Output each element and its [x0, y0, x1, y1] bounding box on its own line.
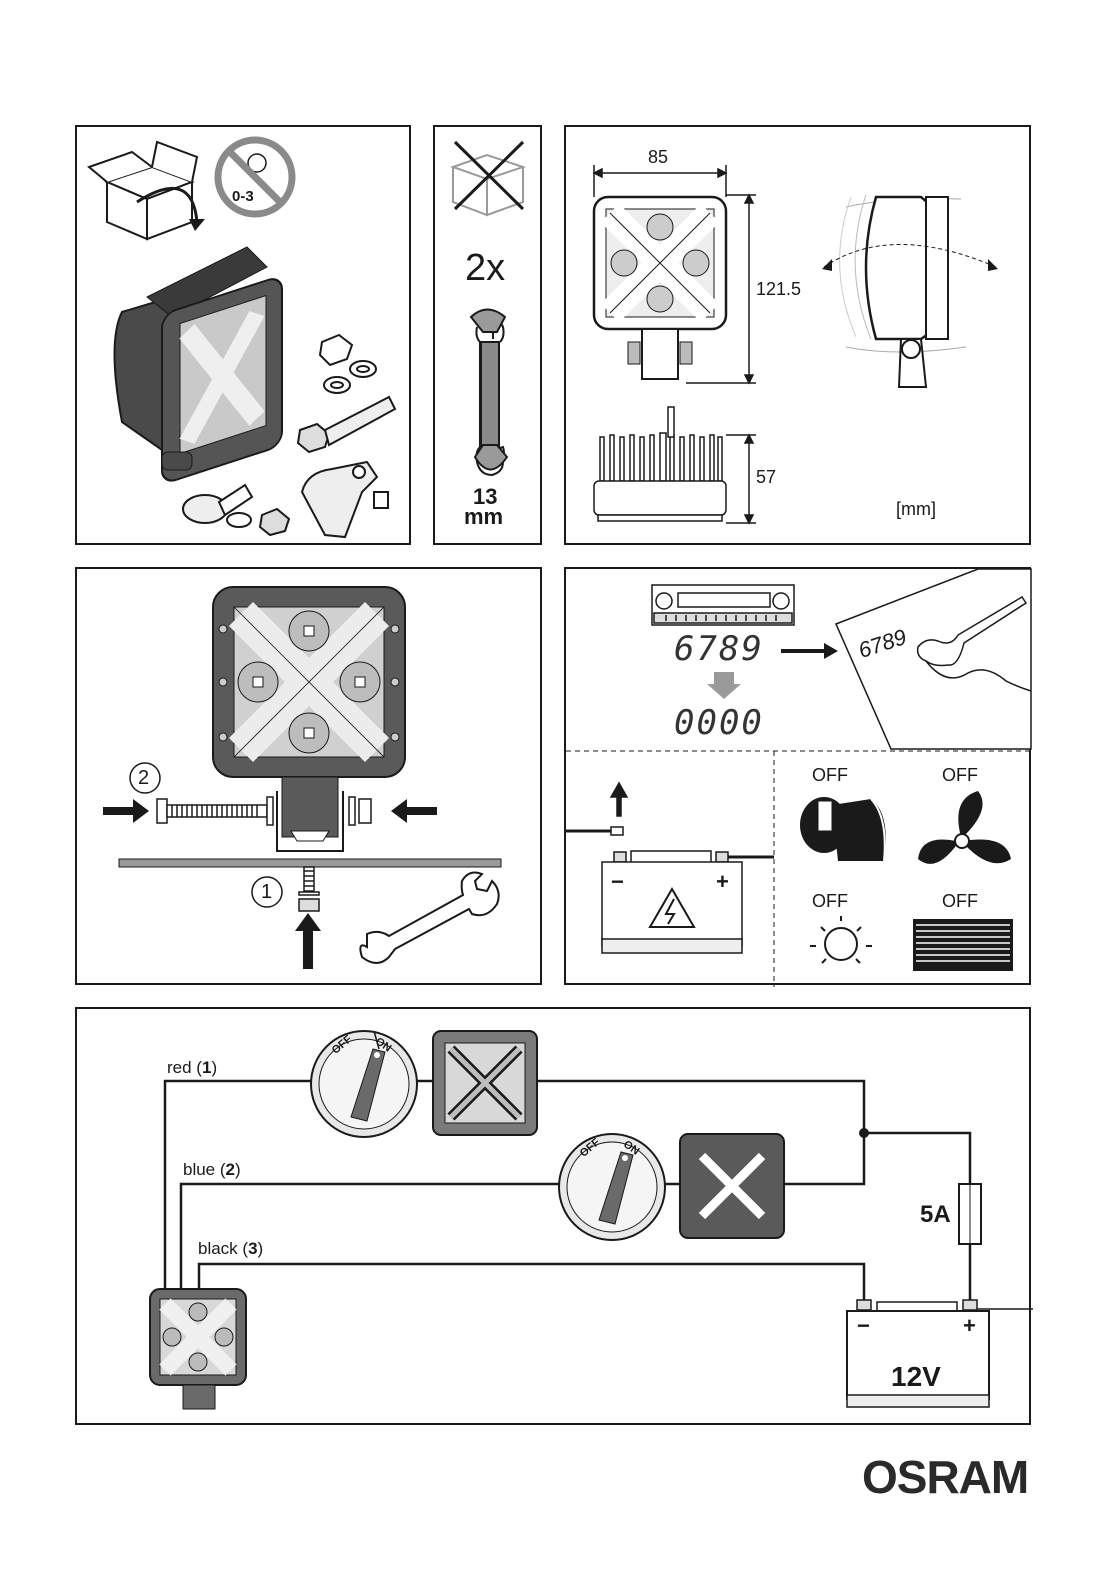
battery-voltage: 12V: [891, 1361, 941, 1393]
code-reset-display: 0000: [674, 703, 764, 743]
panel-dimensions: 85 121.5 57 [mm]: [564, 125, 1031, 545]
panel-package-contents: 0-3: [75, 125, 411, 545]
wire-red: [165, 1081, 311, 1291]
panel-mounting: 2 1: [75, 567, 542, 985]
battery-plus-terminal: +: [963, 1313, 976, 1339]
wire-label-black: black (3): [198, 1239, 263, 1259]
lamp-small-icon: [150, 1289, 246, 1409]
fuse-rating: 5A: [920, 1201, 951, 1229]
fuse-icon: [959, 1184, 981, 1244]
ignition-key-icon: [800, 797, 886, 861]
panel-wiring-diagram: red (1) blue (2) black (3) OFF ON OFF ON…: [75, 1007, 1031, 1425]
step-2-number: 2: [138, 767, 149, 790]
wrench-unit-label: mm: [464, 504, 503, 530]
wrench-icon: [471, 310, 507, 476]
dimension-height: 121.5: [756, 279, 801, 300]
battery-minus-terminal: −: [857, 1313, 870, 1339]
off-label-light: OFF: [812, 891, 848, 912]
battery-plus: +: [716, 869, 729, 895]
fan-icon: [918, 791, 1011, 864]
wiring-diagram: [77, 1009, 1033, 1427]
heater-grille-icon: [913, 919, 1013, 971]
arrow-down-icon: [707, 672, 741, 699]
switch-1-icon[interactable]: [311, 1031, 417, 1137]
quantity-label: 2x: [465, 247, 505, 290]
switch-2-icon[interactable]: [559, 1134, 665, 1240]
lamp-front-view-icon: [594, 197, 726, 379]
car-radio-icon: [652, 585, 794, 625]
off-label-ignition: OFF: [812, 765, 848, 786]
dimension-width: 85: [648, 147, 668, 168]
age-label: 0-3: [232, 188, 254, 205]
panel-quantity-tool: 2x 13 mm: [433, 125, 542, 545]
step-markers: [130, 763, 282, 907]
lamp-1-icon: [433, 1031, 537, 1135]
off-label-fan: OFF: [942, 765, 978, 786]
mounting-bolt-icon: [157, 797, 371, 825]
battery-warning-icon: [566, 783, 774, 953]
dimension-unit: [mm]: [896, 499, 936, 520]
wire-label-blue: blue (2): [183, 1160, 241, 1180]
wrench-icon: [360, 873, 498, 963]
lamp-heatsink-view-icon: [594, 407, 726, 521]
lamp-2-icon: [680, 1134, 784, 1238]
off-label-heater: OFF: [942, 891, 978, 912]
panel-safety-preparation: 6789 0000 6789 − + OFF OFF OFF OFF: [564, 567, 1031, 985]
wire-junction: [859, 1128, 869, 1138]
wire-label-red: red (1): [167, 1058, 217, 1078]
step-1-number: 1: [261, 881, 272, 904]
no-children-icon: [218, 140, 292, 214]
osram-logo: OSRAM: [862, 1450, 1028, 1504]
crossed-box-icon: [453, 142, 523, 215]
battery-minus: −: [611, 869, 624, 895]
dimensions-illustration: [566, 127, 1033, 547]
code-display: 6789: [674, 629, 764, 669]
lower-bolt-nut-icon: [299, 867, 319, 911]
wire-blue: [181, 1184, 559, 1291]
dimension-depth: 57: [756, 467, 776, 488]
mounting-surface: [119, 859, 501, 867]
light-bulb-icon: [810, 916, 872, 963]
work-lamp-3d-icon: [115, 247, 283, 484]
wire-black: [199, 1264, 864, 1304]
lamp-side-view-icon: [822, 195, 998, 387]
